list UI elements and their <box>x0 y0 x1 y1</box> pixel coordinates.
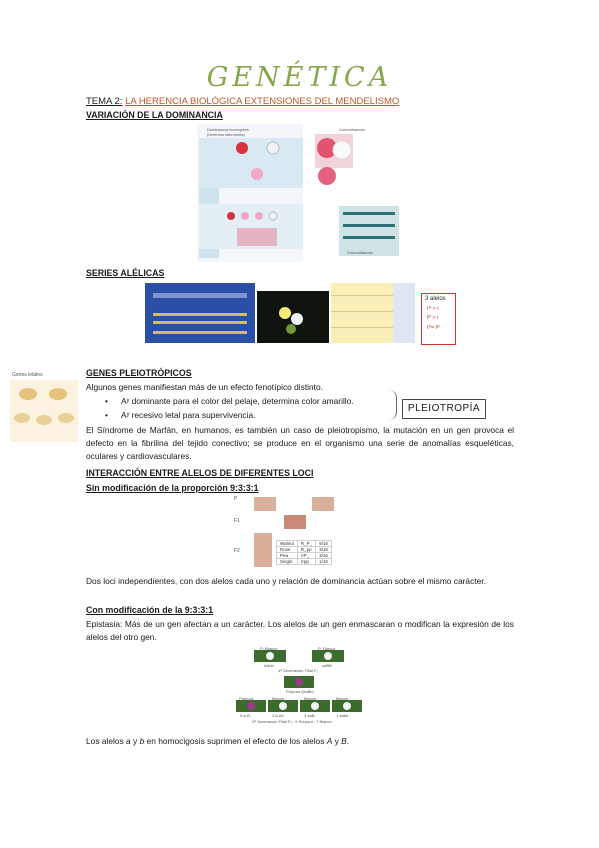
table-cell: Single <box>276 558 298 565</box>
epistasis-paragraph: Epistasia: Más de un gen afectan a un ca… <box>86 619 514 642</box>
alleles-box-line: Iᴬ= Iᴮ <box>427 325 440 331</box>
figure-lethal-genes: Genes letales <box>10 372 78 442</box>
lethal-genes-illustration <box>10 380 78 442</box>
section-dominance: VARIACIÓN DE LA DOMINANCIA <box>86 110 223 120</box>
alleles-callout: 3 alelos Iᴬ > i Iᴮ > i Iᴬ= Iᴮ <box>421 293 456 345</box>
lethal-genes-label: Genes letales <box>12 372 43 378</box>
flower-top-head: P₁ Blanco <box>318 646 336 651</box>
flower-top-head: P₁ Blanco <box>260 646 278 651</box>
pleio-bullet: Aʸ recesivo letal para supervivencia. <box>105 410 255 420</box>
alleles-box-line: Iᴮ > i <box>427 315 439 321</box>
flower-bottom-label: 3 aaB- <box>304 713 316 718</box>
flower-bottom-head: Púrpura <box>239 696 254 701</box>
flower-top-label: AAbb <box>264 663 274 668</box>
final-part: y <box>130 736 140 746</box>
flower-mid-head: Púrpura (AaBb) <box>286 689 314 694</box>
flower-top-label: aaBB <box>322 663 332 668</box>
dominance-left-title: Dominancia incompleta <box>207 127 249 132</box>
final-part: b <box>139 736 145 746</box>
alleles-box-line: Iᴬ > i <box>427 306 439 312</box>
pleio-bullet: Aʸ dominante para el color del pelaje, d… <box>105 396 354 406</box>
comb-label-f2: F2 <box>234 548 240 554</box>
table-cell: 1/16 <box>315 558 332 565</box>
section-with-mod: Con modificación de la 9:3:3:1 <box>86 605 214 615</box>
pleiotropy-box: PLEIOTROPÍA <box>402 399 486 419</box>
section-no-mod: Sin modificación de la proporción 9:3:3:… <box>86 483 259 493</box>
figure-alleles <box>145 283 415 343</box>
final-part: y <box>332 736 342 746</box>
flower-bottom-head: Blanco <box>336 696 349 701</box>
flower-bottom-caption: 2ª Generación Filial F₂ : 9 Púrpura : 7 … <box>252 719 332 724</box>
pleio-brace <box>386 390 397 420</box>
flower-bottom-label: 3 A-bb <box>272 713 284 718</box>
dominance-illustration <box>197 124 399 262</box>
no-mod-paragraph: Dos loci independientes, con dos alelos … <box>86 576 486 586</box>
comb-label-f1: F1 <box>234 518 240 524</box>
flower-bottom-head: Blanco <box>304 696 317 701</box>
table-cell: rrpp <box>296 558 317 565</box>
final-part: . <box>346 736 350 746</box>
dominance-right-bottom: Codominancia <box>347 250 373 255</box>
topic-subtitle: LA HERENCIA BIOLÓGICA EXTENSIONES DEL ME… <box>125 96 400 107</box>
flowers-illustration <box>236 650 362 712</box>
final-part: A <box>326 736 333 746</box>
flower-bottom-head: Blanco <box>272 696 285 701</box>
dominance-left-sub: (herencia intermedia) <box>207 132 245 137</box>
flower-mid-caption: 1ª Generación Filial F₁ <box>278 668 318 673</box>
flower-bottom-label: 9 A-B- <box>240 713 252 718</box>
section-interaction: INTERACCIÓN ENTRE ALELOS DE DIFERENTES L… <box>86 468 314 478</box>
comb-illustration <box>254 497 334 567</box>
final-part: B <box>341 736 347 746</box>
alleles-box-title: 3 alelos <box>425 296 446 302</box>
section-alleles: SERIES ALÉLICAS <box>86 268 165 278</box>
figure-dominance: Dominancia incompleta (herencia intermed… <box>197 124 407 262</box>
marfan-paragraph: El Síndrome de Marfán, en humanos, es ta… <box>86 425 514 461</box>
comb-label-p: P <box>234 496 238 502</box>
final-part: Los alelos <box>86 736 127 746</box>
final-paragraph: Los alelos a y b en homocigosis suprimen… <box>86 735 349 748</box>
topic-label: TEMA 2: <box>86 96 123 107</box>
final-part: a <box>126 736 131 746</box>
final-part: en homocigosis suprimen el efecto de los… <box>144 736 327 746</box>
section-pleio: GENES PLEIOTRÓPICOS <box>86 368 192 378</box>
page-title: GENÉTICA <box>206 62 393 93</box>
dominance-right-title: Codominancia <box>339 127 365 132</box>
topic-heading: TEMA 2: LA HERENCIA BIOLÓGICA EXTENSIONE… <box>86 96 399 107</box>
pleio-intro: Algunos genes manifiestan más de un efec… <box>86 382 323 392</box>
flower-bottom-label: 1 aabb <box>336 713 349 718</box>
figure-flowers: P₁ Blanco P₁ Blanco AAbb aaBB 1ª Generac… <box>232 646 366 726</box>
